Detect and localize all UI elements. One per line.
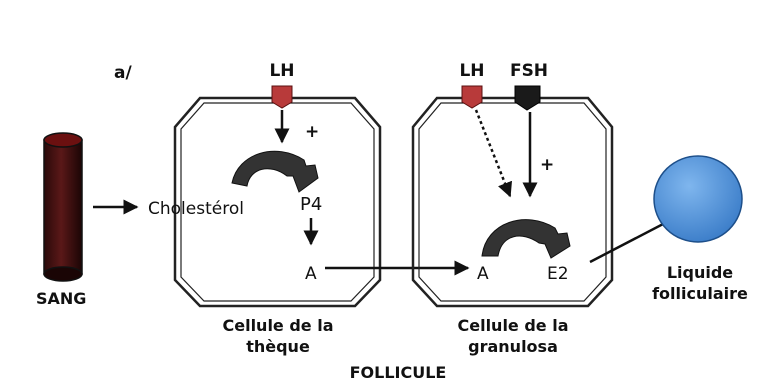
panel-label: a/: [114, 63, 132, 83]
granulosa-lh-label: LH: [459, 61, 484, 81]
granulosa-input-a: A: [477, 264, 489, 284]
blood-vessel-opening: [43, 132, 83, 148]
granulosa-fsh-label: FSH: [510, 61, 548, 81]
granulosa-product-e2: E2: [547, 264, 569, 284]
granulosa-name-line1: Cellule de la: [457, 316, 568, 335]
granulosa-name-line2: granulosa: [468, 337, 558, 356]
theca-name-line1: Cellule de la: [222, 316, 333, 335]
granulosa-cell: [411, 96, 614, 308]
blood-label: SANG: [36, 289, 86, 308]
theca-input-cholesterol: Cholestérol: [148, 199, 244, 219]
fsh-receptor-icon: [514, 85, 541, 111]
theca-product-a: A: [305, 264, 317, 284]
theca-lh-label: LH: [269, 61, 294, 81]
blood-vessel: [43, 132, 83, 282]
theca-name-line2: thèque: [246, 337, 310, 356]
arrow-lh-granulosa-weak: [474, 109, 513, 198]
follicular-fluid-icon: [653, 155, 743, 243]
fluid-label-line2: folliculaire: [652, 284, 748, 303]
granulosa-plus-sign: +: [540, 155, 554, 175]
theca-cell: [173, 96, 382, 308]
theca-enzyme-icon: [231, 150, 319, 193]
lh-receptor-granulosa-icon: [461, 85, 483, 109]
theca-intermediate-p4: P4: [300, 194, 322, 215]
theca-plus-sign: +: [305, 122, 319, 142]
follicle-label: FOLLICULE: [350, 363, 447, 382]
granulosa-enzyme-icon: [481, 219, 571, 259]
lh-receptor-theca-icon: [271, 85, 293, 109]
fluid-label-line1: Liquide: [667, 263, 733, 282]
